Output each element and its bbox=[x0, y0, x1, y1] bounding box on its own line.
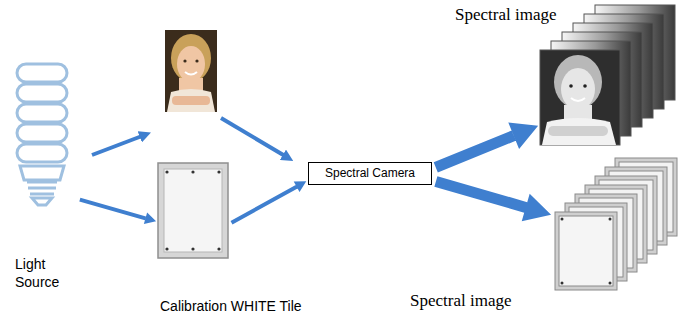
calibration-tile bbox=[164, 169, 222, 252]
face-photo bbox=[177, 46, 205, 82]
spectral-face-stack bbox=[569, 84, 573, 88]
image-stack: Spectral image bbox=[540, 5, 682, 145]
spectral-face-stack bbox=[548, 126, 608, 136]
spectral-tile-stack bbox=[561, 218, 564, 221]
image-stack: Spectral image bbox=[553, 155, 682, 292]
light-bulb-icon bbox=[27, 182, 57, 194]
spectral-face-stack bbox=[540, 50, 620, 145]
calibration-tile bbox=[165, 247, 168, 250]
flow-arrow bbox=[92, 136, 142, 155]
node-label: Calibration WHITE Tile bbox=[160, 297, 302, 315]
spectral-face-stack bbox=[571, 98, 585, 101]
spectral-tile-stack bbox=[555, 158, 677, 290]
face-photo bbox=[171, 34, 211, 82]
calibration-tile bbox=[217, 247, 220, 250]
node-label: Light Source bbox=[15, 255, 77, 291]
light-bulb-icon bbox=[20, 166, 64, 180]
face-photo bbox=[165, 30, 217, 112]
spectral-face-stack bbox=[554, 55, 602, 109]
calibration-tile bbox=[165, 170, 168, 173]
spectral-tile-stack bbox=[609, 218, 612, 221]
stack-label: Spectral image bbox=[455, 5, 557, 25]
flow-arrow bbox=[221, 118, 285, 156]
spectral-tile-stack bbox=[609, 282, 612, 285]
light-bulb-icon bbox=[17, 84, 67, 102]
flow-arrow bbox=[92, 118, 285, 156]
light-bulb-icon bbox=[17, 144, 67, 162]
face-photo bbox=[167, 89, 215, 112]
light-source: Light Source bbox=[8, 58, 76, 206]
box-text: Spectral Camera bbox=[325, 166, 415, 181]
spectral-tile-stack bbox=[559, 216, 613, 286]
face-photo bbox=[183, 59, 186, 62]
calibration-tile bbox=[158, 163, 228, 258]
process-box: Spectral Camera bbox=[308, 162, 432, 185]
light-bulb-icon bbox=[17, 64, 67, 205]
spectral-face-stack bbox=[583, 84, 587, 88]
spectral-face-stack bbox=[564, 105, 592, 120]
stack-label: Spectral image bbox=[410, 291, 512, 311]
flow-arrow bbox=[231, 181, 307, 224]
calibration-tile: Calibration WHITE Tile bbox=[158, 163, 228, 258]
calibration-tile bbox=[191, 247, 194, 250]
face-photo bbox=[195, 59, 198, 62]
flow-arrow bbox=[79, 198, 156, 224]
calibration-tile bbox=[217, 170, 220, 173]
face-photo bbox=[172, 96, 210, 105]
light-bulb-icon bbox=[17, 124, 67, 142]
face-photo bbox=[185, 72, 197, 75]
light-bulb-icon bbox=[32, 198, 52, 205]
light-bulb-icon bbox=[17, 104, 67, 122]
face-photo bbox=[165, 30, 217, 112]
spectral-face-stack bbox=[542, 118, 616, 145]
flow-arrow bbox=[434, 122, 538, 172]
calibration-tile bbox=[191, 170, 194, 173]
flow-arrow bbox=[434, 176, 551, 221]
light-bulb-icon bbox=[17, 64, 67, 82]
spectral-face-stack bbox=[540, 5, 675, 145]
spectral-tile-stack bbox=[555, 212, 617, 290]
calibration-tile bbox=[158, 163, 228, 258]
spectral-tile-stack bbox=[561, 282, 564, 285]
spectral-face-stack bbox=[561, 68, 595, 110]
